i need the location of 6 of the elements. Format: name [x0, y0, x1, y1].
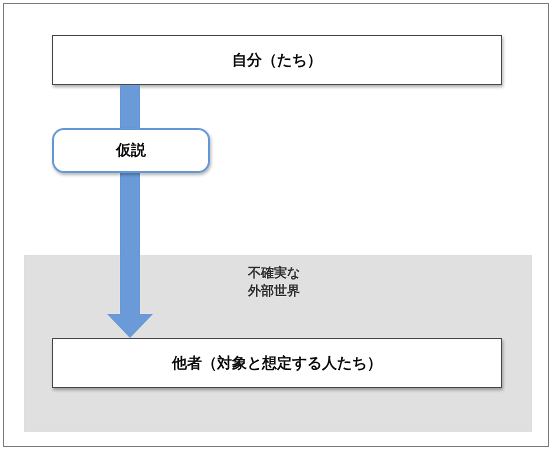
arrow: [107, 85, 153, 338]
process-box: 他者（対象と想定する人たち）: [52, 338, 502, 388]
region-label: 不確実な外部世界: [248, 265, 301, 300]
process-box: 自分（たち）: [52, 35, 502, 85]
edge-label: 仮説: [52, 128, 210, 173]
region-band: [24, 255, 532, 432]
